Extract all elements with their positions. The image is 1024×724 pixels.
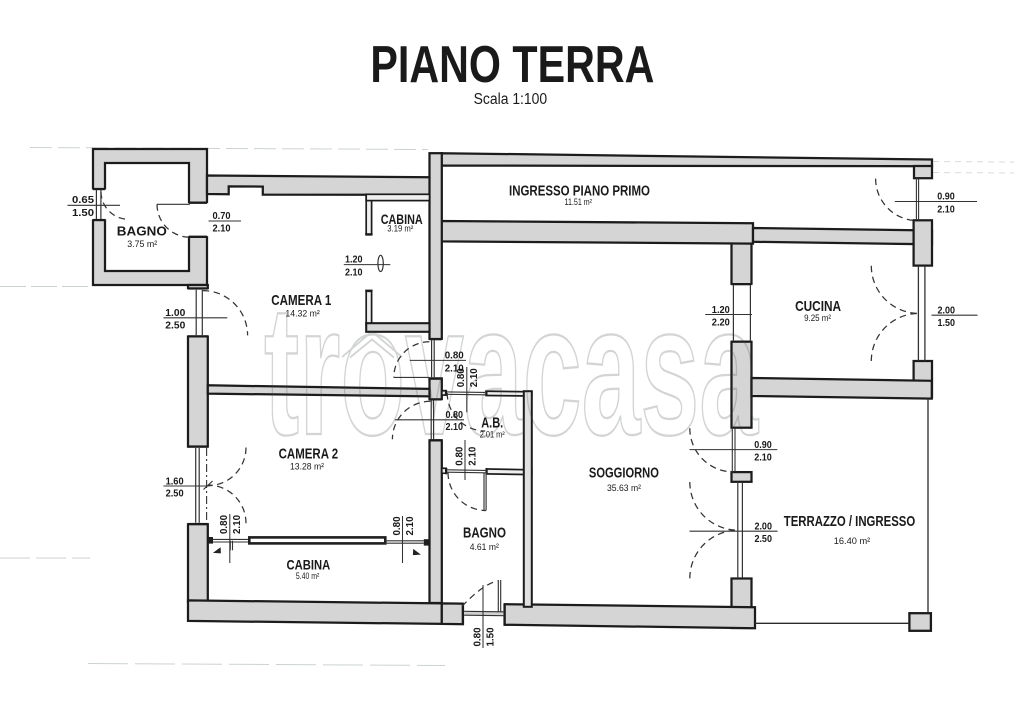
svg-text:CUCINA: CUCINA	[795, 298, 841, 315]
svg-text:1.50: 1.50	[485, 627, 497, 646]
svg-text:TERRAZZO / INGRESSO: TERRAZZO / INGRESSO	[784, 513, 916, 530]
svg-text:2.10: 2.10	[445, 363, 464, 375]
svg-text:2.10: 2.10	[231, 515, 243, 534]
svg-text:0.90: 0.90	[937, 191, 955, 203]
svg-text:16.40 m²: 16.40 m²	[834, 536, 871, 547]
svg-text:1.50: 1.50	[937, 317, 955, 329]
svg-text:1.20: 1.20	[345, 254, 363, 266]
svg-text:0.90: 0.90	[754, 439, 772, 451]
svg-text:3.19 m²: 3.19 m²	[387, 224, 413, 234]
svg-text:2.10: 2.10	[404, 516, 416, 535]
svg-text:2.10: 2.10	[445, 421, 463, 433]
svg-text:0.80: 0.80	[218, 515, 230, 534]
svg-text:2.50: 2.50	[754, 533, 772, 545]
svg-text:9.25 m²: 9.25 m²	[804, 313, 831, 324]
svg-text:1.50: 1.50	[72, 207, 94, 219]
svg-text:SOGGIORNO: SOGGIORNO	[589, 465, 659, 482]
svg-text:CAMERA 1: CAMERA 1	[271, 292, 331, 309]
svg-text:0.80: 0.80	[453, 447, 465, 466]
svg-text:CABINA: CABINA	[287, 557, 331, 573]
svg-text:BAGNO: BAGNO	[117, 225, 167, 239]
svg-text:2.01 m²: 2.01 m²	[480, 429, 505, 439]
svg-text:2.20: 2.20	[712, 316, 730, 328]
svg-text:CABINA: CABINA	[381, 212, 423, 227]
svg-text:4.61 m²: 4.61 m²	[470, 542, 499, 553]
svg-text:1.60: 1.60	[166, 475, 184, 487]
svg-text:2.10: 2.10	[213, 223, 231, 235]
svg-text:11.51 m²: 11.51 m²	[565, 197, 593, 207]
svg-text:Scala 1:100: Scala 1:100	[474, 91, 548, 108]
svg-text:2.50: 2.50	[165, 320, 185, 332]
svg-text:2.10: 2.10	[468, 368, 480, 387]
svg-text:2.10: 2.10	[937, 203, 955, 215]
svg-text:2.00: 2.00	[937, 304, 955, 316]
svg-text:0.80: 0.80	[391, 516, 403, 535]
svg-text:0.65: 0.65	[72, 194, 94, 206]
svg-text:2.10: 2.10	[466, 447, 478, 466]
svg-text:BAGNO: BAGNO	[463, 525, 506, 542]
svg-text:2.10: 2.10	[754, 452, 772, 464]
svg-text:0.80: 0.80	[445, 350, 464, 362]
svg-text:14.32 m²: 14.32 m²	[285, 308, 320, 319]
svg-text:35.63 m²: 35.63 m²	[607, 483, 641, 494]
svg-text:3.75 m²: 3.75 m²	[127, 239, 157, 250]
svg-text:0.80: 0.80	[455, 368, 467, 387]
svg-text:0.80: 0.80	[472, 627, 484, 646]
svg-text:CAMERA 2: CAMERA 2	[279, 446, 339, 463]
svg-text:5.40 m²: 5.40 m²	[296, 571, 320, 581]
svg-text:2.50: 2.50	[166, 487, 184, 499]
svg-text:1.20: 1.20	[712, 304, 730, 316]
svg-text:A.B.: A.B.	[481, 415, 503, 432]
svg-text:PIANO TERRA: PIANO TERRA	[370, 35, 654, 93]
svg-text:13.28 m²: 13.28 m²	[290, 462, 324, 473]
svg-text:2.00: 2.00	[754, 521, 772, 533]
svg-text:INGRESSO PIANO PRIMO: INGRESSO PIANO PRIMO	[509, 183, 650, 199]
svg-text:trovacasa: trovacasa	[264, 267, 759, 473]
svg-text:1.00: 1.00	[165, 307, 185, 319]
svg-text:0.70: 0.70	[213, 210, 231, 222]
svg-text:0.80: 0.80	[445, 409, 463, 421]
svg-text:2.10: 2.10	[345, 266, 363, 278]
